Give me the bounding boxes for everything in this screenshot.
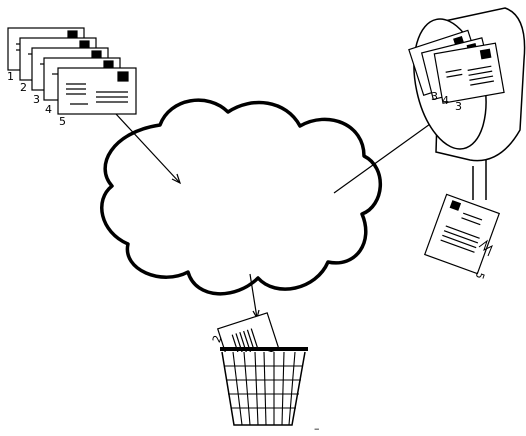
mailbox-label-3b: 3 [455, 100, 462, 113]
envelope-5 [58, 68, 136, 114]
mailbox-label-3a: 3 [431, 90, 438, 103]
bin-mark: – [314, 422, 320, 435]
stack-label-2: 2 [20, 81, 27, 94]
waste-basket [220, 349, 308, 425]
stack-label-5: 5 [59, 115, 66, 128]
sent-envelope-stack [8, 28, 136, 114]
network-cloud [102, 100, 381, 294]
fallen-letter [425, 194, 500, 273]
mailbox [403, 8, 525, 200]
mailbox-label-4: 4 [442, 94, 449, 107]
stack-label-3: 3 [33, 93, 40, 106]
stack-label-4: 4 [45, 103, 52, 116]
stack-label-1: 1 [7, 70, 14, 83]
fallen-letter-label: 5 [472, 270, 487, 281]
